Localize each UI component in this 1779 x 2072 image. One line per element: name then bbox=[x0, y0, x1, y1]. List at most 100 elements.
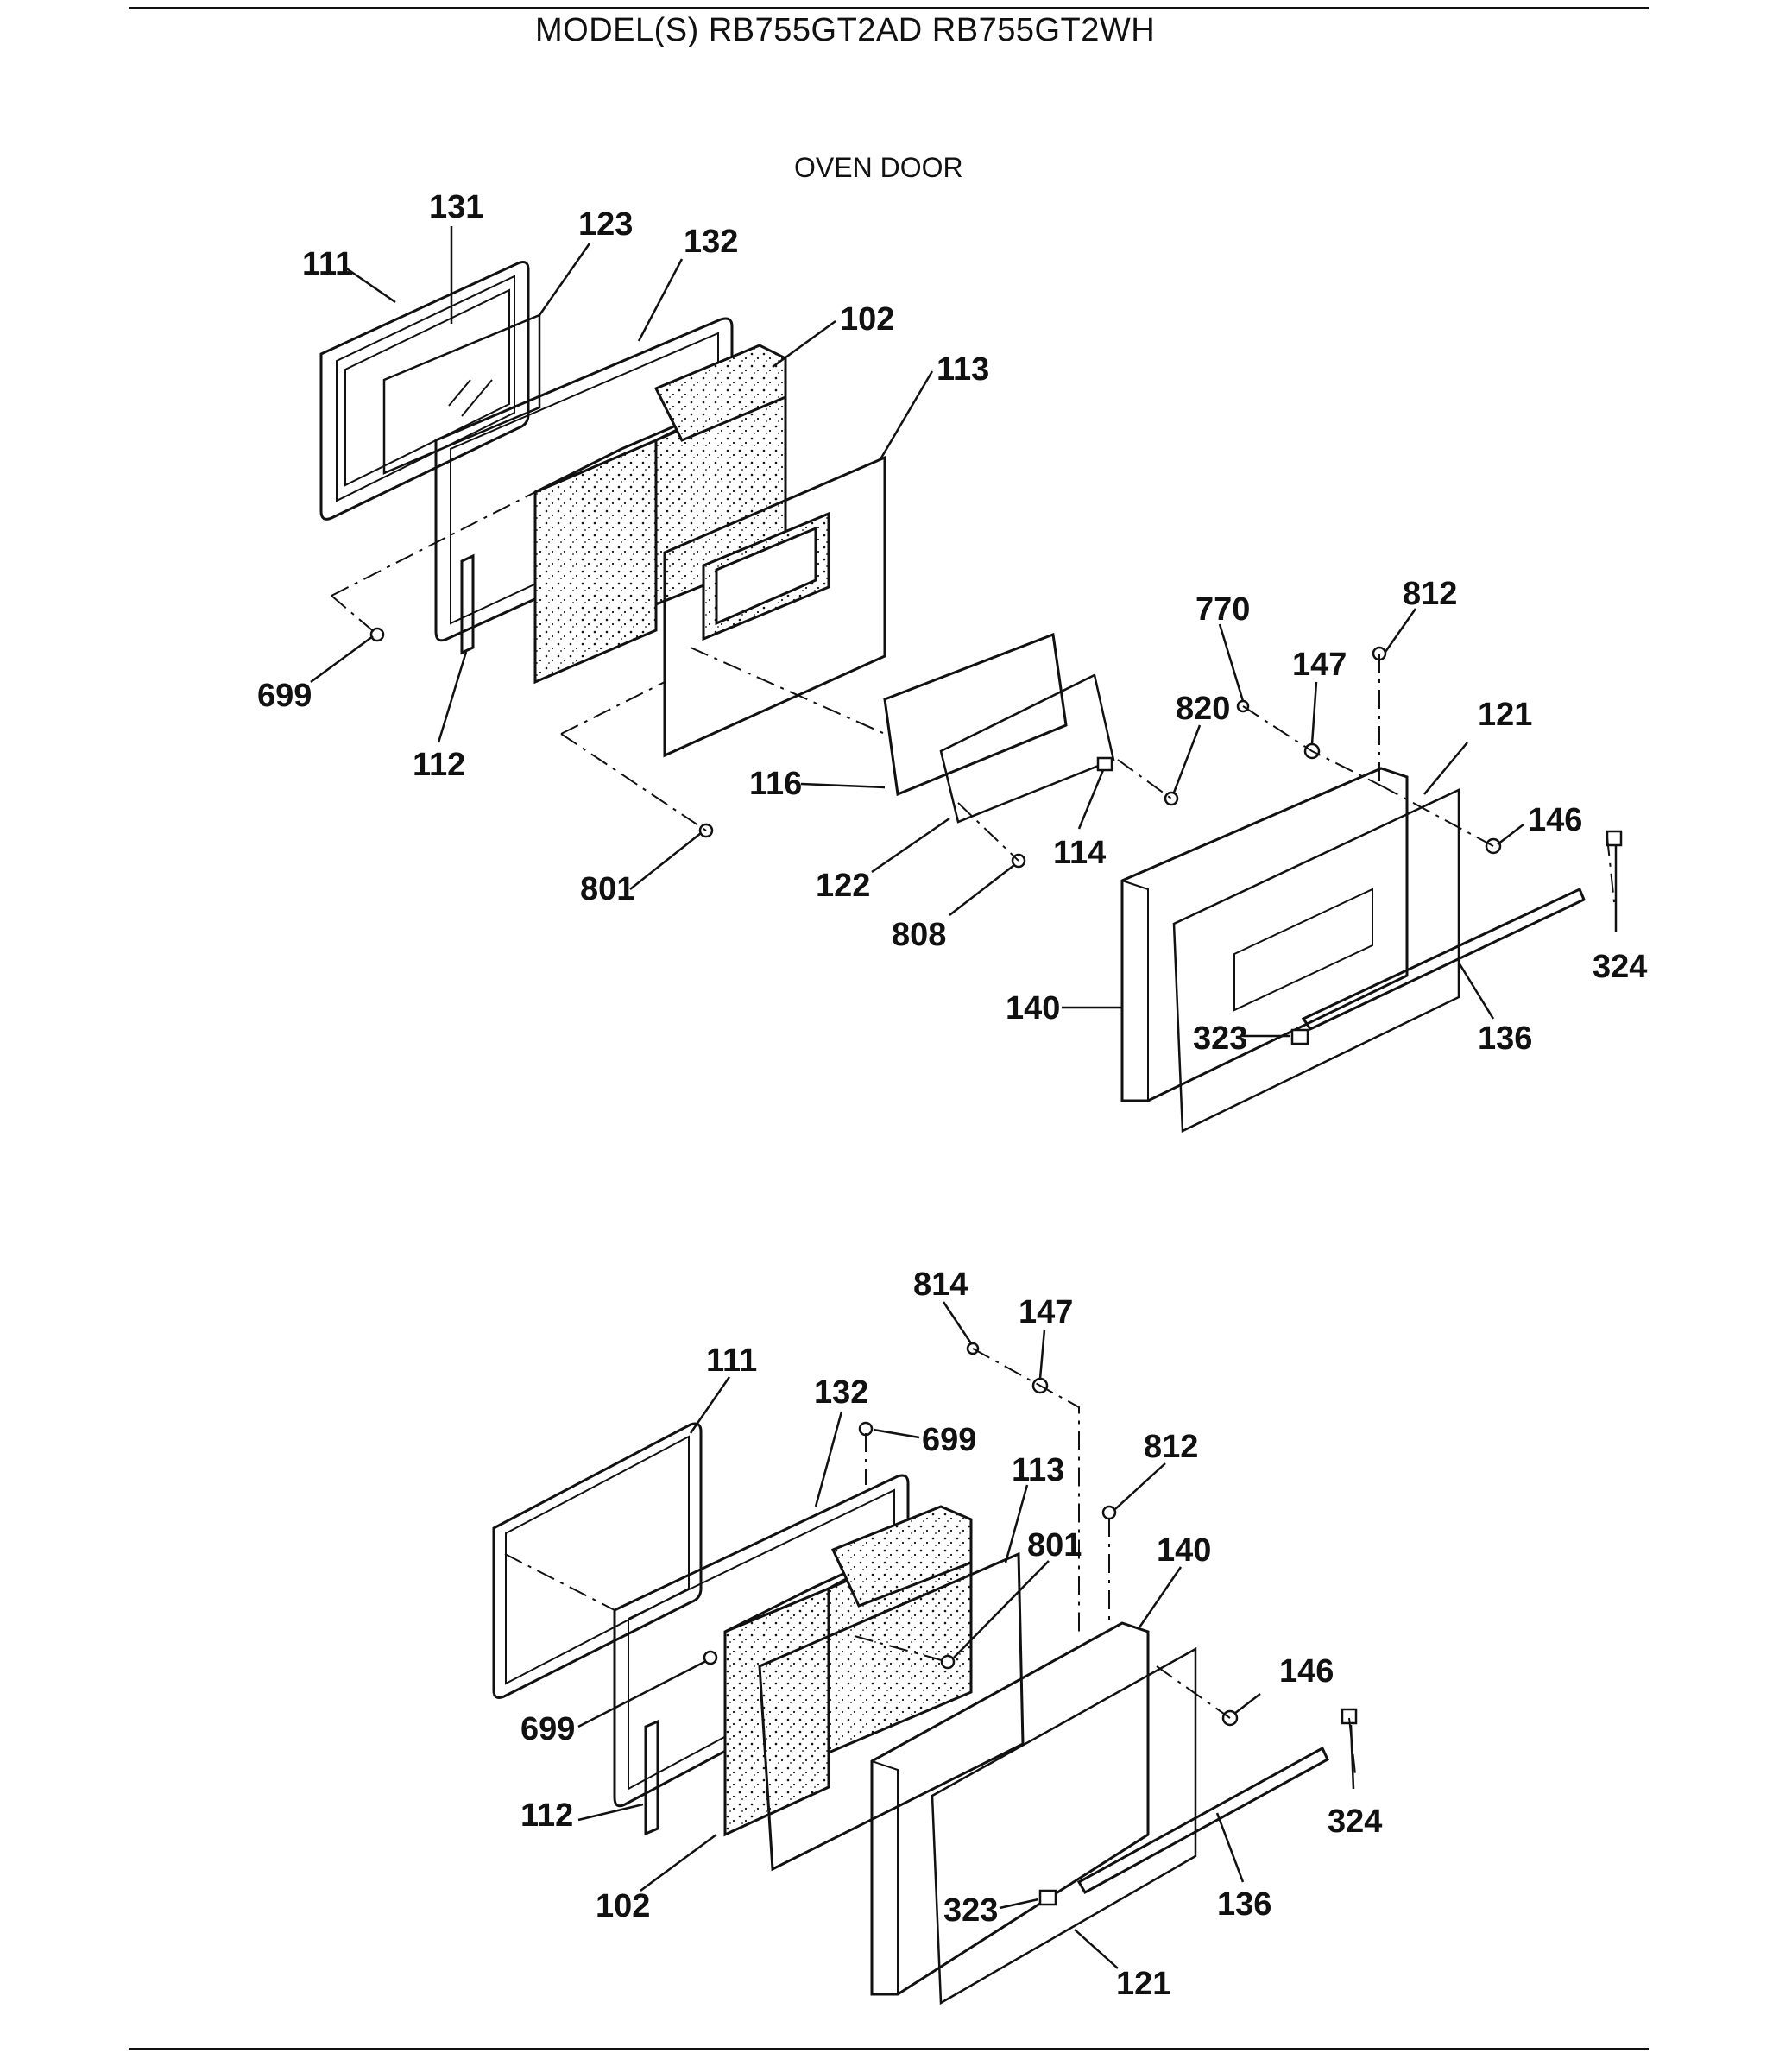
callout-122: 122 bbox=[816, 868, 870, 904]
leader-123 bbox=[538, 243, 591, 316]
screw-699 bbox=[369, 627, 385, 642]
screw-699-top bbox=[858, 1421, 874, 1437]
callout-324: 324 bbox=[1593, 949, 1647, 985]
screw-699-side bbox=[703, 1650, 718, 1665]
callout-102: 102 bbox=[596, 1888, 650, 1924]
glass-reflection bbox=[448, 379, 471, 407]
callout-102: 102 bbox=[840, 301, 894, 338]
part-114-clip bbox=[1096, 756, 1113, 772]
part-121-outer-glass bbox=[1172, 788, 1460, 1133]
part-111-gasket-inner bbox=[505, 1435, 690, 1685]
upper-door-assembly: 131 123 132 111 102 113 699 112 770 812 … bbox=[257, 189, 1647, 1133]
callout-699: 699 bbox=[257, 678, 312, 714]
part-102-insulation-back bbox=[653, 344, 787, 442]
screw-801 bbox=[940, 1654, 956, 1670]
leader-140 bbox=[1138, 1566, 1183, 1628]
callout-323: 323 bbox=[943, 1892, 998, 1929]
leader-112 bbox=[437, 651, 468, 743]
section-title: OVEN DOOR bbox=[794, 152, 963, 183]
alignment-line bbox=[1117, 759, 1172, 799]
alignment-line bbox=[331, 491, 536, 597]
callout-111: 111 bbox=[302, 246, 353, 282]
callout-814: 814 bbox=[913, 1267, 968, 1303]
callout-323: 323 bbox=[1193, 1020, 1247, 1057]
leader-113 bbox=[1004, 1484, 1029, 1563]
leader-111 bbox=[689, 1376, 731, 1434]
alignment-line bbox=[560, 733, 707, 831]
callout-324: 324 bbox=[1328, 1804, 1382, 1840]
callout-812: 812 bbox=[1403, 576, 1457, 612]
callout-146: 146 bbox=[1279, 1653, 1334, 1690]
callout-136: 136 bbox=[1478, 1020, 1532, 1057]
leader-812 bbox=[1114, 1462, 1166, 1510]
alignment-line bbox=[1156, 1665, 1231, 1719]
part-112-channel bbox=[460, 553, 475, 655]
alignment-line bbox=[1380, 785, 1494, 847]
part-121-window-outline bbox=[1233, 888, 1373, 1012]
leader-112 bbox=[577, 1803, 644, 1822]
leader-699-top bbox=[873, 1428, 920, 1439]
part-140-door-frame-edge bbox=[1121, 880, 1149, 1101]
leader-801 bbox=[953, 1560, 1050, 1658]
leader-699-side bbox=[577, 1659, 707, 1728]
callout-121: 121 bbox=[1116, 1966, 1170, 2002]
footer-rule bbox=[129, 2048, 1649, 2050]
part-122-glass bbox=[939, 673, 1115, 824]
alignment-line bbox=[854, 1635, 949, 1663]
leader-324 bbox=[1349, 1724, 1355, 1790]
header-rule bbox=[129, 7, 1649, 9]
alignment-line bbox=[560, 681, 666, 735]
leader-132 bbox=[814, 1411, 843, 1507]
glass-reflection bbox=[461, 379, 493, 417]
part-111-gasket-inner bbox=[336, 275, 515, 502]
callout-820: 820 bbox=[1176, 691, 1230, 727]
callout-113: 113 bbox=[1012, 1452, 1064, 1488]
callout-770: 770 bbox=[1195, 591, 1250, 628]
part-112-channel bbox=[644, 1719, 659, 1836]
screw-820 bbox=[1164, 791, 1179, 806]
alignment-line bbox=[690, 647, 886, 735]
leader-111 bbox=[344, 266, 396, 304]
leader-323 bbox=[999, 1898, 1039, 1910]
part-116-bracket bbox=[883, 632, 1068, 797]
part-136-handle bbox=[1301, 887, 1586, 1031]
model-title: MODEL(S) RB755GT2AD RB755GT2WH bbox=[535, 12, 1156, 48]
callout-808: 808 bbox=[892, 917, 946, 953]
leader-116 bbox=[800, 782, 886, 789]
leader-770 bbox=[1218, 623, 1245, 702]
leader-136 bbox=[1215, 1812, 1245, 1883]
callout-112: 112 bbox=[413, 747, 465, 783]
leader-121 bbox=[1074, 1929, 1119, 1969]
alignment-line bbox=[1242, 705, 1382, 786]
leader-820 bbox=[1172, 724, 1202, 793]
callout-140: 140 bbox=[1157, 1532, 1211, 1569]
part-323-end-cap bbox=[1038, 1889, 1057, 1906]
callout-112: 112 bbox=[520, 1797, 573, 1834]
leader-808 bbox=[949, 864, 1015, 916]
callout-113: 113 bbox=[937, 351, 989, 388]
part-102-insulation-front bbox=[533, 438, 658, 685]
callout-812: 812 bbox=[1144, 1429, 1198, 1465]
leader-132 bbox=[637, 258, 684, 342]
callout-123: 123 bbox=[578, 206, 633, 243]
callout-801: 801 bbox=[1027, 1527, 1082, 1563]
callout-699-top: 699 bbox=[922, 1422, 976, 1458]
callout-136: 136 bbox=[1217, 1886, 1271, 1923]
callout-116: 116 bbox=[749, 766, 802, 802]
leader-102 bbox=[640, 1833, 717, 1892]
part-140-door-frame bbox=[1120, 767, 1409, 1102]
part-140-door-frame bbox=[870, 1621, 1150, 1996]
leader-812 bbox=[1384, 608, 1417, 653]
part-121-outer-glass bbox=[931, 1646, 1197, 2006]
part-140-door-frame-edge bbox=[871, 1760, 899, 1994]
callout-121: 121 bbox=[1478, 697, 1532, 733]
leader-146 bbox=[1233, 1693, 1261, 1715]
callout-699-side: 699 bbox=[520, 1711, 575, 1747]
callout-146: 146 bbox=[1528, 802, 1582, 838]
callout-114: 114 bbox=[1053, 835, 1106, 871]
screw-812 bbox=[1101, 1505, 1117, 1520]
alignment-line bbox=[957, 802, 1019, 862]
leader-102 bbox=[772, 319, 836, 369]
part-123-glass bbox=[382, 313, 541, 475]
